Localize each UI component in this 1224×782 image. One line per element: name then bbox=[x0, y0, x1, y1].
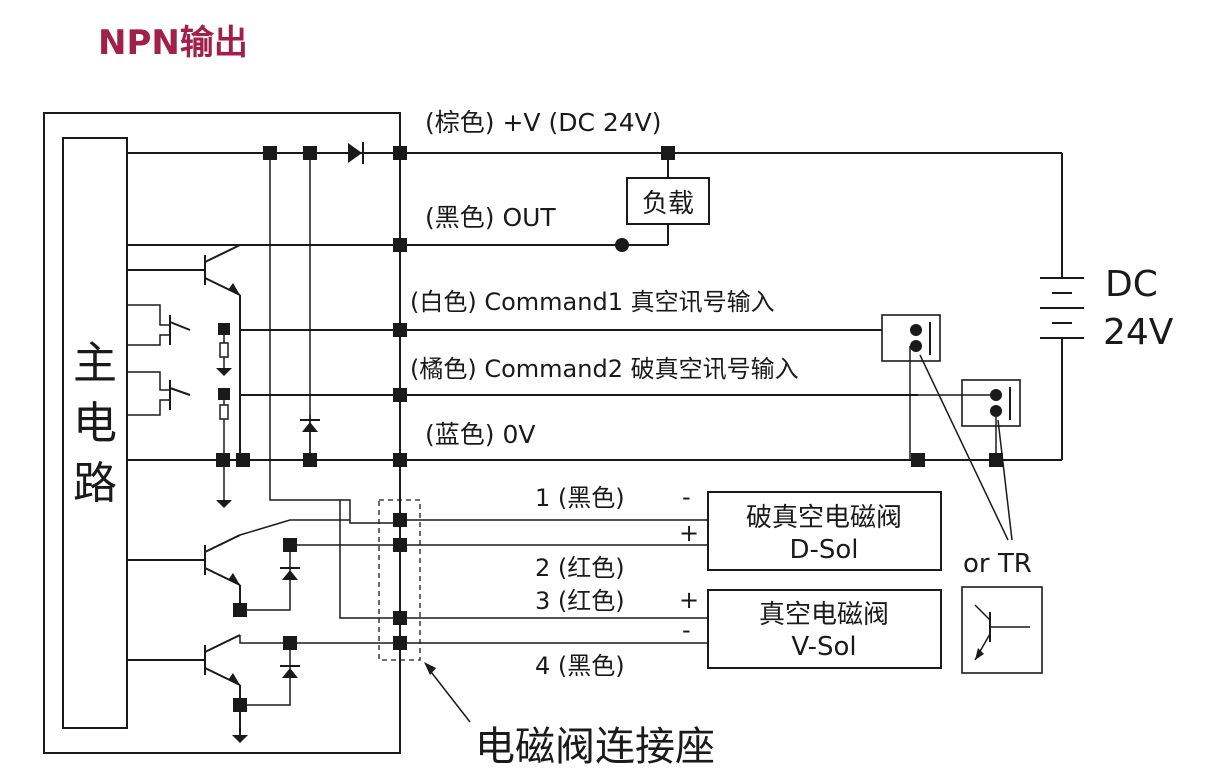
input-transistor-2-icon bbox=[127, 371, 191, 416]
vacuum-valve-name: 真空电磁阀 bbox=[759, 600, 889, 630]
vacuum-valve-box bbox=[707, 589, 942, 669]
valve-connector-box bbox=[378, 499, 421, 661]
or-tr-label: or TR bbox=[963, 549, 1032, 579]
valve-driver-transistor-1-icon bbox=[127, 519, 400, 617]
output-transistor-icon bbox=[127, 244, 241, 460]
connector-pointer-arrow bbox=[424, 662, 471, 723]
load-label: 负载 bbox=[642, 189, 694, 219]
command2-wire-label: (橘色) Command2 破真空讯号输入 bbox=[410, 355, 799, 383]
blue-wire bbox=[127, 338, 1063, 461]
break-valve-code: D-Sol bbox=[789, 535, 858, 565]
vacuum-valve-plus: + bbox=[679, 586, 699, 614]
connector-label: 电磁阀连接座 bbox=[475, 724, 715, 770]
out-wire-label: (黑色) OUT bbox=[425, 203, 556, 232]
break-valve-minus: - bbox=[682, 483, 691, 511]
pin4-label: 4 (黑色) bbox=[535, 652, 625, 680]
vacuum-valve-minus: - bbox=[682, 616, 691, 644]
break-valve-plus: + bbox=[679, 519, 699, 547]
main-circuit-char-1: 主 bbox=[73, 338, 117, 389]
pin2-label: 2 (红色) bbox=[535, 554, 625, 582]
break-valve-box bbox=[707, 491, 942, 571]
valve-driver-transistor-2-icon bbox=[127, 634, 400, 743]
power-label-24v: 24V bbox=[1103, 312, 1174, 353]
zener-diode-icon bbox=[300, 415, 320, 467]
battery-icon bbox=[1040, 277, 1084, 339]
main-circuit-char-2: 电 bbox=[73, 398, 117, 449]
diagram-title: NPN输出 bbox=[98, 23, 248, 63]
brown-wire-label: (棕色) +V (DC 24V) bbox=[425, 108, 662, 137]
command2-contact-icon bbox=[918, 379, 1021, 467]
pin1-label: 1 (黑色) bbox=[535, 484, 625, 512]
transistor-alt-icon bbox=[961, 586, 1043, 674]
input-transistor-1-icon bbox=[127, 304, 191, 346]
internal-rails bbox=[263, 146, 400, 619]
power-label-dc: DC bbox=[1105, 264, 1158, 305]
blue-wire-label: (蓝色) 0V bbox=[425, 420, 535, 449]
vacuum-valve-code: V-Sol bbox=[791, 632, 856, 662]
pin3-label: 3 (红色) bbox=[535, 587, 625, 615]
main-circuit-block bbox=[62, 137, 128, 729]
command1-wire-label: (白色) Command1 真空讯号输入 bbox=[410, 288, 775, 316]
valve-wiring bbox=[400, 519, 708, 644]
diode-icon bbox=[348, 142, 364, 164]
load-box bbox=[615, 146, 710, 252]
resistor-icon bbox=[216, 323, 250, 508]
main-circuit-char-3: 路 bbox=[73, 458, 117, 509]
break-valve-name: 破真空电磁阀 bbox=[746, 503, 902, 533]
or-tr-pointer-lines bbox=[919, 354, 1013, 541]
command1-contact-icon bbox=[881, 314, 941, 467]
brown-wire bbox=[127, 152, 1063, 278]
